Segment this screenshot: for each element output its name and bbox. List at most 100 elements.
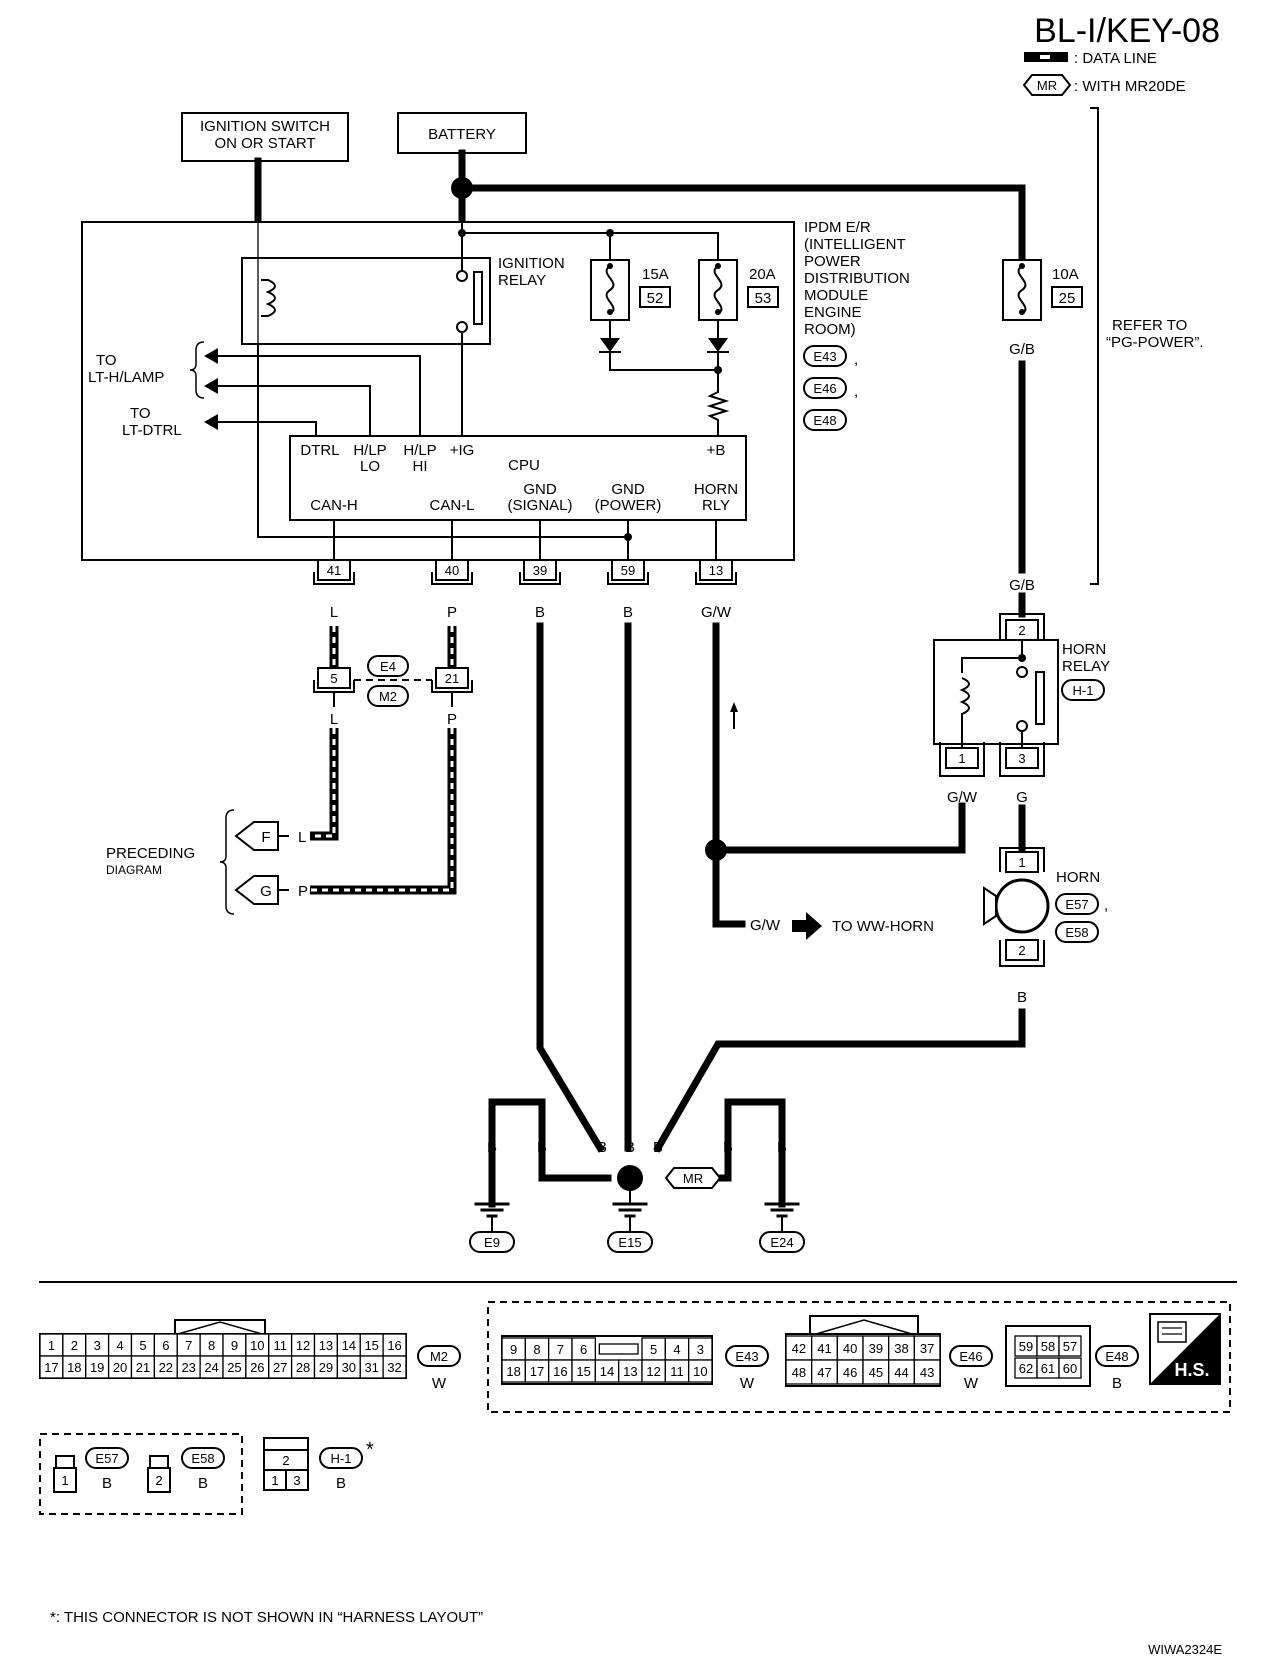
wire-p-2: P — [447, 711, 457, 728]
e46-pin: 37 — [920, 1341, 934, 1356]
e43-pin: 12 — [646, 1364, 660, 1379]
to-lt-dtrl-1: TO — [130, 405, 151, 422]
term-gnd-power-1: GND — [611, 481, 645, 498]
e43-pin: 15 — [576, 1364, 590, 1379]
diagram-title: BL-I/KEY-08 — [1034, 12, 1220, 50]
svg-text:B: B — [537, 1139, 547, 1156]
m2-pin: 17 — [44, 1360, 58, 1375]
hs-badge: H.S. — [1149, 1313, 1221, 1385]
m2-pin: 32 — [387, 1360, 401, 1375]
e48-pin: 59 — [1019, 1339, 1033, 1354]
h1-bottom-3: 3 — [293, 1473, 300, 1488]
wire-p-1: P — [447, 604, 457, 621]
horn-conn-e57: E57 — [1065, 897, 1088, 912]
m2-pin: 29 — [319, 1360, 333, 1375]
e43-pin: 18 — [506, 1364, 520, 1379]
term-hlp-hi-1: H/LP — [403, 442, 436, 459]
gnd-signal-wire — [536, 622, 605, 1153]
ipdm-pins: 41 40 39 59 13 — [313, 519, 737, 585]
battery-to-10a-wire — [458, 184, 1026, 264]
diode-20a — [708, 338, 728, 352]
wire-gw-13: G/W — [701, 604, 732, 621]
e43-pin: 11 — [670, 1364, 684, 1379]
ground-e24: E24 — [770, 1235, 793, 1250]
ipdm-line3: POWER — [804, 253, 861, 270]
to-ww-horn-wire — [712, 846, 746, 928]
legend-data-line: : DATA LINE — [1024, 50, 1157, 67]
horn-pin-2: 2 — [1018, 943, 1025, 958]
ipdm-line1: IPDM E/R — [804, 219, 871, 236]
term-ig: +IG — [450, 442, 475, 459]
to-lt-dtrl-2: LT-DTRL — [122, 422, 182, 439]
svg-text:,: , — [1104, 897, 1108, 914]
pin-59: 59 — [607, 559, 649, 585]
m2-pin: 14 — [342, 1338, 356, 1353]
fuse-15a: 15A 52 — [590, 259, 671, 321]
svg-text:B: B — [653, 1139, 663, 1156]
horn-relay-conn: H-1 — [1073, 683, 1094, 698]
connector-view-e58: 2 E58 B — [147, 1447, 225, 1493]
svg-text:40: 40 — [445, 563, 459, 578]
m2-pin: 5 — [139, 1338, 146, 1353]
e43-pin: 3 — [697, 1342, 704, 1357]
svg-text:B: B — [487, 1139, 497, 1156]
e46-cell — [913, 1359, 941, 1385]
hs-label: H.S. — [1174, 1360, 1209, 1380]
h1-name: H-1 — [331, 1451, 352, 1466]
to-ww-horn-arrow — [792, 912, 822, 940]
e46-pin: 39 — [869, 1341, 883, 1356]
wire-gb-2: G/B — [1009, 577, 1035, 594]
connector-glyph-icon — [1157, 1321, 1187, 1343]
wire-b-59: B — [623, 604, 633, 621]
pin-41: 41 — [313, 559, 355, 585]
m2-pin: 3 — [94, 1338, 101, 1353]
m2-pin: 4 — [116, 1338, 123, 1353]
svg-text:B: B — [723, 1139, 733, 1156]
e57-name: E57 — [95, 1451, 118, 1466]
ground-splice-e15 — [617, 1165, 643, 1191]
m2-pin: 18 — [67, 1360, 81, 1375]
e48-name: E48 — [1105, 1349, 1128, 1364]
ground-e15: E15 — [618, 1235, 641, 1250]
fuse-20a-num: 53 — [755, 290, 772, 307]
connector-view-h1: 2 1 3 H-1 * B — [263, 1437, 374, 1492]
term-hlp-lo-1: H/LP — [353, 442, 386, 459]
m2-pin: 21 — [136, 1360, 150, 1375]
e46-pin: 47 — [817, 1365, 831, 1380]
e46-pin: 38 — [894, 1341, 908, 1356]
preceding-g: G — [260, 883, 272, 900]
wire-gb-1: G/B — [1009, 341, 1035, 358]
pin-13: 13 — [695, 559, 737, 585]
e43-pin: 5 — [650, 1342, 657, 1357]
e48-pin: 61 — [1041, 1361, 1055, 1376]
e43-pin: 13 — [623, 1364, 637, 1379]
svg-text:B: B — [625, 1139, 635, 1156]
h1-color: B — [336, 1475, 346, 1492]
resistor — [706, 391, 730, 436]
e46-cell — [913, 1335, 941, 1361]
e43-pin: 9 — [510, 1342, 517, 1357]
connector-view-e57: 1 E57 B — [53, 1447, 129, 1493]
m2-cell — [382, 1355, 407, 1379]
wire-g-p: P — [298, 883, 308, 900]
preceding-line2: DIAGRAM — [106, 863, 162, 877]
fuse-15a-num: 52 — [647, 290, 664, 307]
ignition-relay-coil — [265, 279, 276, 317]
e46-cell — [836, 1359, 864, 1385]
ground-e9: E9 — [484, 1235, 500, 1250]
e46-cell — [811, 1359, 838, 1385]
m2-pin: 25 — [227, 1360, 241, 1375]
ipdm-line2: (INTELLIGENT — [804, 236, 906, 253]
ignition-relay-line2: RELAY — [498, 272, 546, 289]
e48-pin: 58 — [1041, 1339, 1055, 1354]
ignition-switch-line1: IGNITION SWITCH — [200, 118, 330, 135]
m2-pin: 20 — [113, 1360, 127, 1375]
e48-color: B — [1112, 1375, 1122, 1392]
ipdm-line7: ROOM) — [804, 321, 856, 338]
e46-cell — [862, 1359, 890, 1385]
horn-relay-pin-2: 2 — [1018, 623, 1025, 638]
h1-star: * — [366, 1439, 374, 1461]
e58-pin: 2 — [155, 1473, 162, 1488]
